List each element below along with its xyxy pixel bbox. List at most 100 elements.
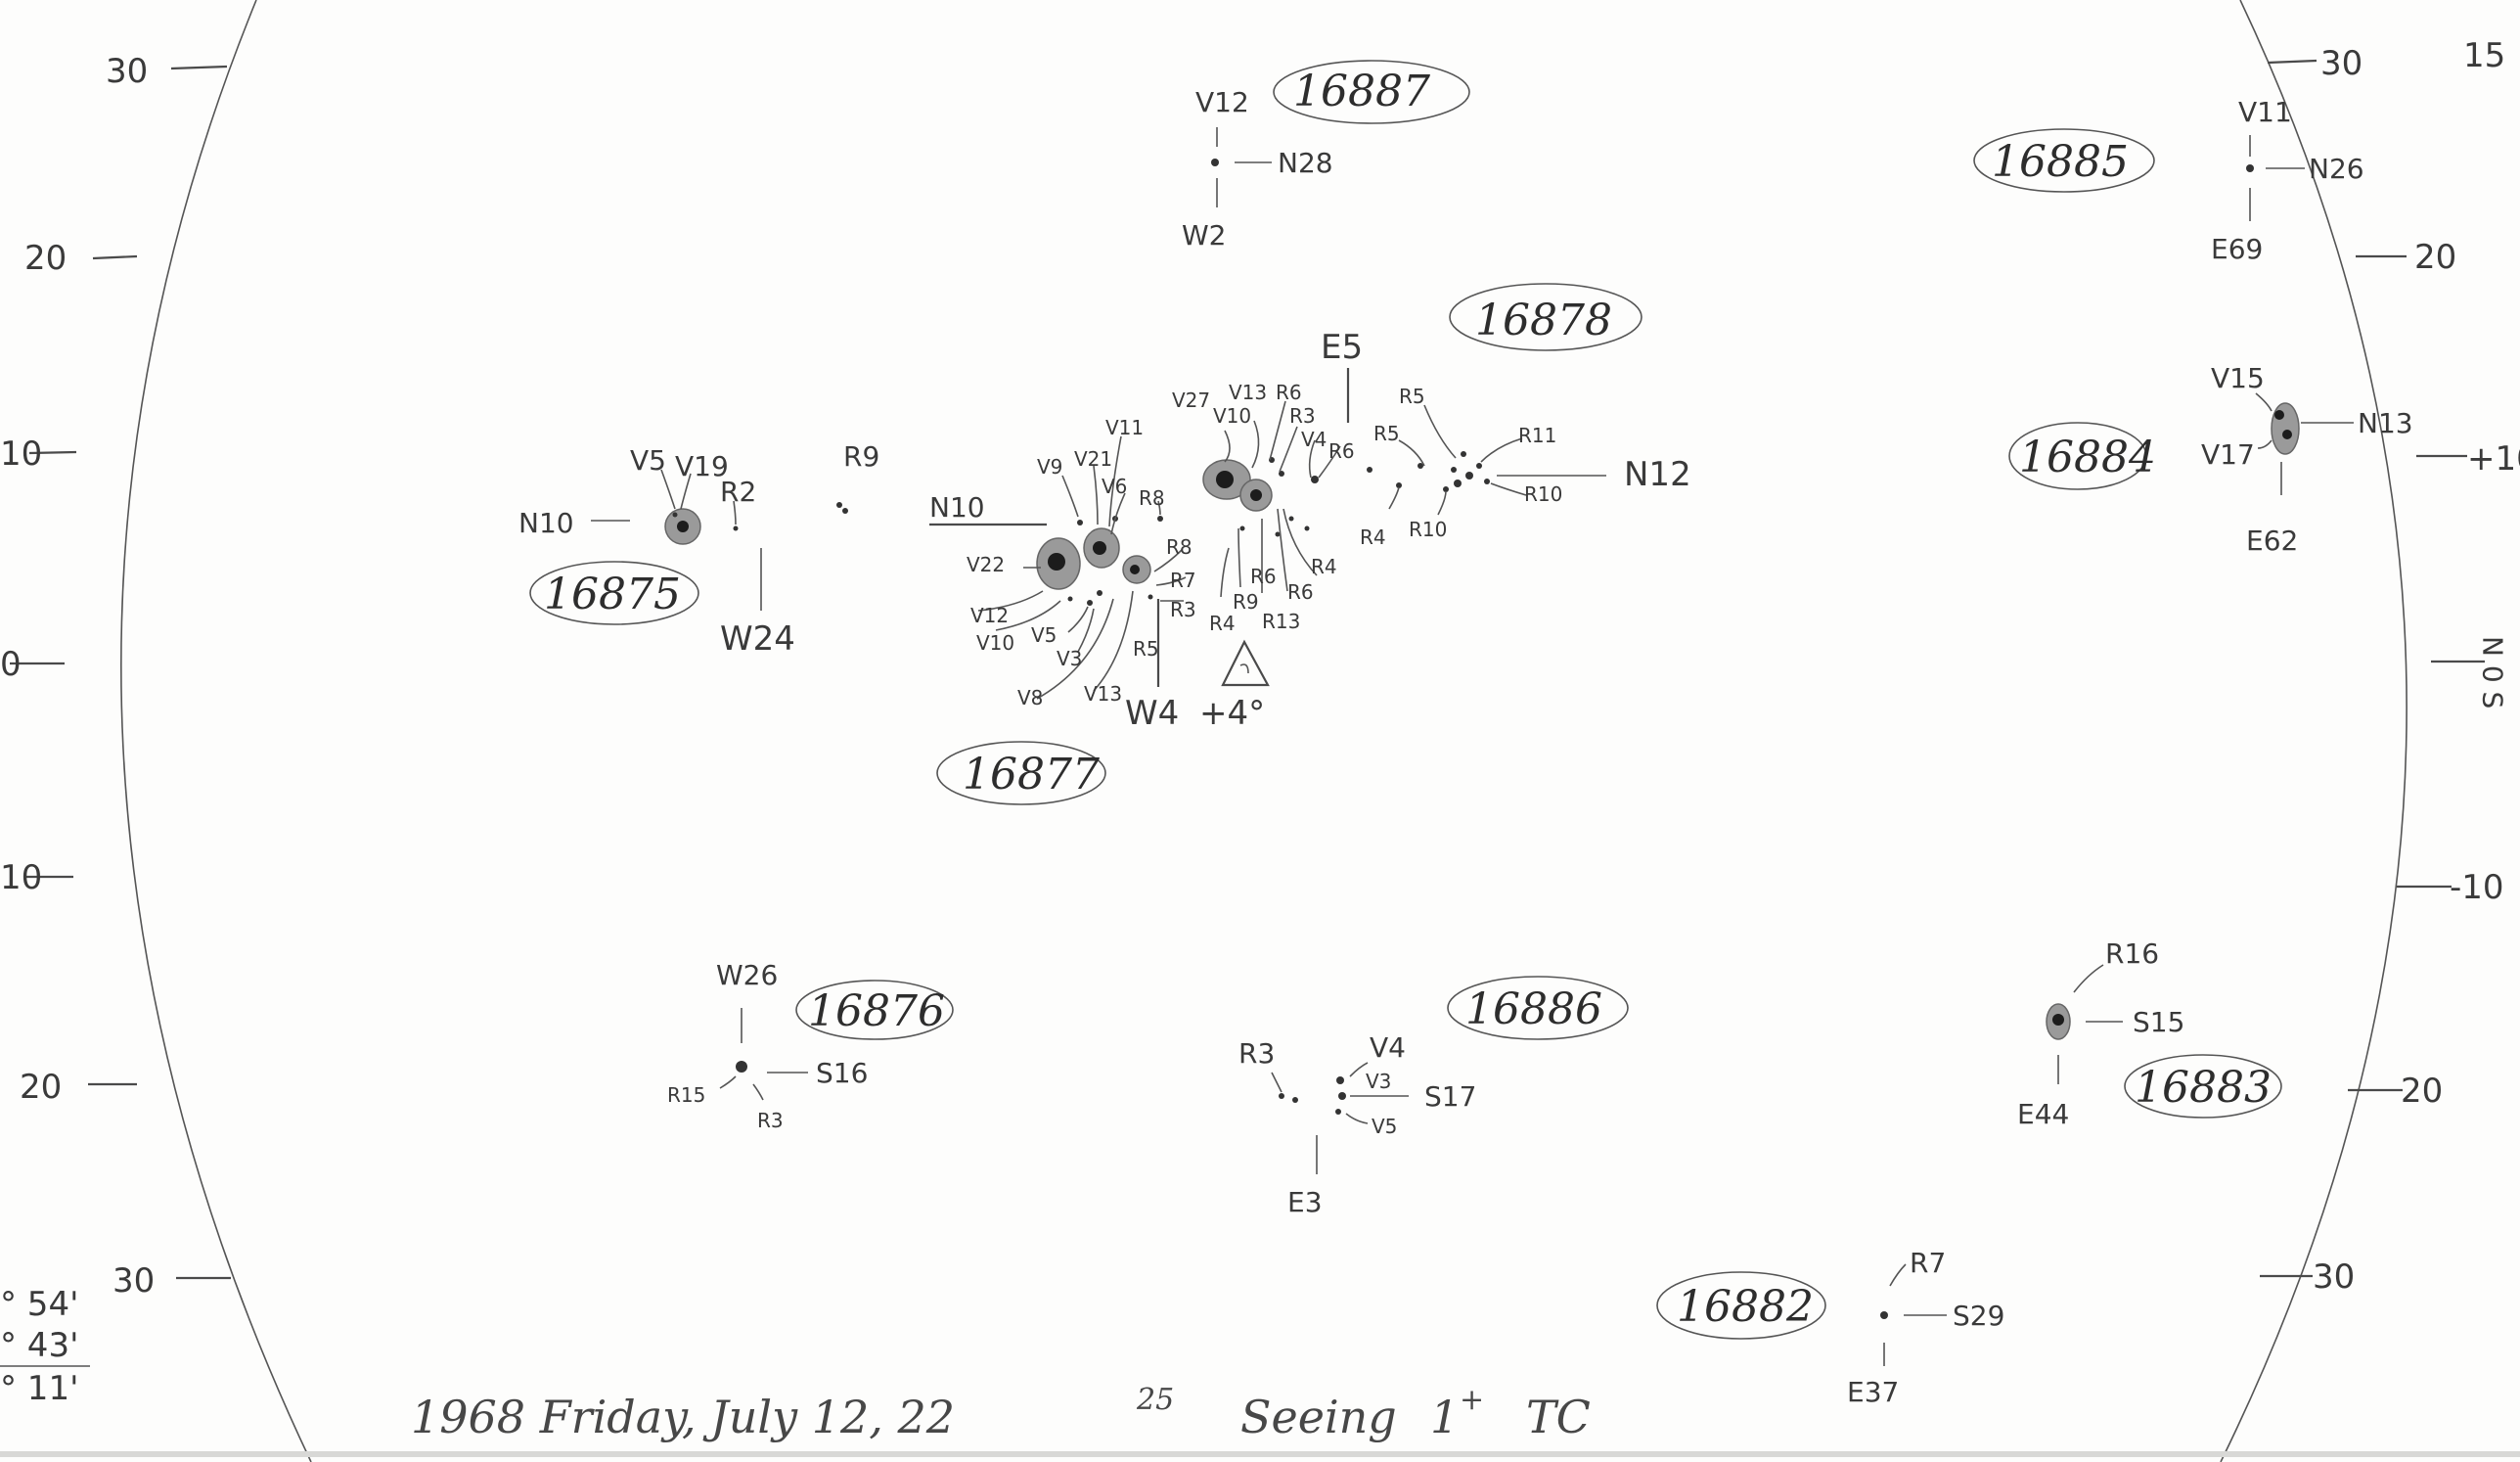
spot-label: V19 xyxy=(675,450,729,482)
right-latitude-scale: 30 20 +10 N 0 S -10 20 30 15 xyxy=(2260,36,2520,1297)
spot-label: R13 xyxy=(1262,610,1300,633)
right-scale-equator-label: N 0 S xyxy=(2477,636,2509,708)
spot-label: E62 xyxy=(2246,525,2298,557)
left-scale-label: 10 xyxy=(0,858,42,897)
spot-label: N13 xyxy=(2358,407,2413,439)
spot-label: V12 xyxy=(970,604,1009,627)
spot-label: V4 xyxy=(1301,428,1327,451)
footer-seeing: Seeing xyxy=(1240,1391,1397,1443)
left-scale-label: 10 xyxy=(0,434,42,474)
left-scale-label: 30 xyxy=(112,1261,155,1301)
spot-label: V5 xyxy=(630,444,666,477)
spot-label: N10 xyxy=(929,491,985,524)
region-16887: 16887 V12 N28 W2 xyxy=(1182,60,1470,251)
spot-label: V17 xyxy=(2201,438,2255,471)
spot-label: W26 xyxy=(716,959,778,991)
region-16883: 16883 R16 S15 E44 xyxy=(2017,937,2282,1130)
spot-label: R3 xyxy=(1238,1037,1275,1070)
region-number: 16885 xyxy=(1992,137,2129,187)
spot-label: N12 xyxy=(1624,455,1691,494)
spot-label: N26 xyxy=(2309,153,2364,185)
spot-label: E3 xyxy=(1287,1186,1323,1218)
triangle-marker xyxy=(1221,639,1270,687)
left-scale-label: 30 xyxy=(106,52,148,91)
spot-label: R16 xyxy=(2105,937,2159,970)
spot-label: V22 xyxy=(967,553,1005,576)
spot-label: R8 xyxy=(1166,535,1192,559)
spot-label: R7 xyxy=(1910,1247,1946,1279)
spot-label: V4 xyxy=(1370,1031,1406,1064)
region-16877: 16877 xyxy=(929,416,1337,805)
right-scale-label: 30 xyxy=(2320,44,2362,83)
spot-label: V12 xyxy=(1195,86,1249,118)
spot-label: V8 xyxy=(1017,686,1043,709)
spot-label: S16 xyxy=(816,1057,868,1089)
right-scale-label: -10 xyxy=(2450,868,2504,907)
footer-seeing-value: 1 xyxy=(1430,1391,1459,1443)
spot-label: R5 xyxy=(1399,385,1425,408)
spot-label: E69 xyxy=(2211,233,2263,265)
region-16884: 16884 V15 N13 V17 E62 xyxy=(2008,362,2413,557)
margin-note: ° 43' xyxy=(0,1326,78,1365)
spot-label: N28 xyxy=(1278,147,1333,179)
solar-limb-right xyxy=(2220,0,2408,1462)
spot-label: R6 xyxy=(1328,439,1355,463)
spot-label: V3 xyxy=(1366,1070,1391,1093)
region-16886: 16886 R3 V4 V3 S17 V5 E3 xyxy=(1238,976,1629,1218)
spot-label: R5 xyxy=(1373,422,1400,445)
spot-label: R4 xyxy=(1209,612,1236,635)
spot-label: R7 xyxy=(1170,569,1196,592)
spot-label: R2 xyxy=(720,476,756,508)
spot-label: E37 xyxy=(1847,1376,1899,1408)
region-16882: 16882 R7 S29 E37 xyxy=(1656,1247,2004,1408)
region-number: 16884 xyxy=(2019,433,2156,482)
spot-label: W2 xyxy=(1182,219,1227,251)
spot-label: E44 xyxy=(2017,1098,2069,1130)
spot-label: V11 xyxy=(2238,96,2292,128)
triangle-note: +4° xyxy=(1199,694,1265,733)
region-16876: 16876 W26 R15 S16 R3 xyxy=(667,959,954,1132)
spot-label: R4 xyxy=(1360,525,1386,549)
region-number: 16882 xyxy=(1677,1282,1814,1332)
spot-label: V5 xyxy=(1372,1115,1397,1138)
spot-label: V27 xyxy=(1172,388,1210,412)
spot-label: S15 xyxy=(2133,1006,2184,1038)
spot-label: R4 xyxy=(1311,555,1337,578)
spot-label: R9 xyxy=(1233,590,1259,614)
left-scale-label: 20 xyxy=(24,239,67,278)
region-16878: 16878 E5 V27 xyxy=(1172,283,1691,549)
spot-group-n26: V11 N26 E69 xyxy=(2211,96,2364,265)
spot-label: R3 xyxy=(1170,598,1196,621)
region-number: 16876 xyxy=(808,986,945,1036)
region-number: 16887 xyxy=(1293,67,1430,116)
spot-label: R10 xyxy=(1524,482,1562,506)
footer-initials: TC xyxy=(1526,1391,1591,1443)
spot-label: R3 xyxy=(1289,404,1316,428)
footer-time-sup: 25 xyxy=(1136,1383,1174,1417)
right-scale-label: 20 xyxy=(2401,1072,2443,1111)
spot-label: V10 xyxy=(976,631,1014,655)
spot-label: V9 xyxy=(1037,455,1062,479)
spot-label: W4 xyxy=(1125,694,1179,733)
corner-label: 15 xyxy=(2463,36,2505,75)
solar-limb-left xyxy=(120,0,312,1462)
region-number: 16883 xyxy=(2135,1063,2272,1113)
left-scale-label: 0 xyxy=(0,645,22,684)
spot-label: S17 xyxy=(1424,1080,1476,1113)
spot-label: V3 xyxy=(1057,647,1082,670)
spot-label: R6 xyxy=(1276,381,1302,404)
left-scale-label: 20 xyxy=(20,1068,62,1107)
left-margin-notes: ° 54' ° 43' ° 11' xyxy=(0,1285,90,1408)
spot-label: R8 xyxy=(1139,486,1165,510)
spot-label: V5 xyxy=(1031,623,1057,647)
spot-label: V21 xyxy=(1074,447,1112,471)
spot-label: R10 xyxy=(1409,518,1447,541)
margin-note: ° 11' xyxy=(0,1369,78,1408)
left-latitude-scale: 30 20 10 0 10 20 30 xyxy=(0,52,231,1301)
right-scale-label: 30 xyxy=(2313,1257,2355,1297)
spot-label: R5 xyxy=(1133,637,1159,661)
spot-label: V6 xyxy=(1102,475,1127,498)
spot-label: V13 xyxy=(1084,682,1122,706)
spot-label: S29 xyxy=(1953,1300,2004,1332)
spot-label: N10 xyxy=(518,507,574,539)
